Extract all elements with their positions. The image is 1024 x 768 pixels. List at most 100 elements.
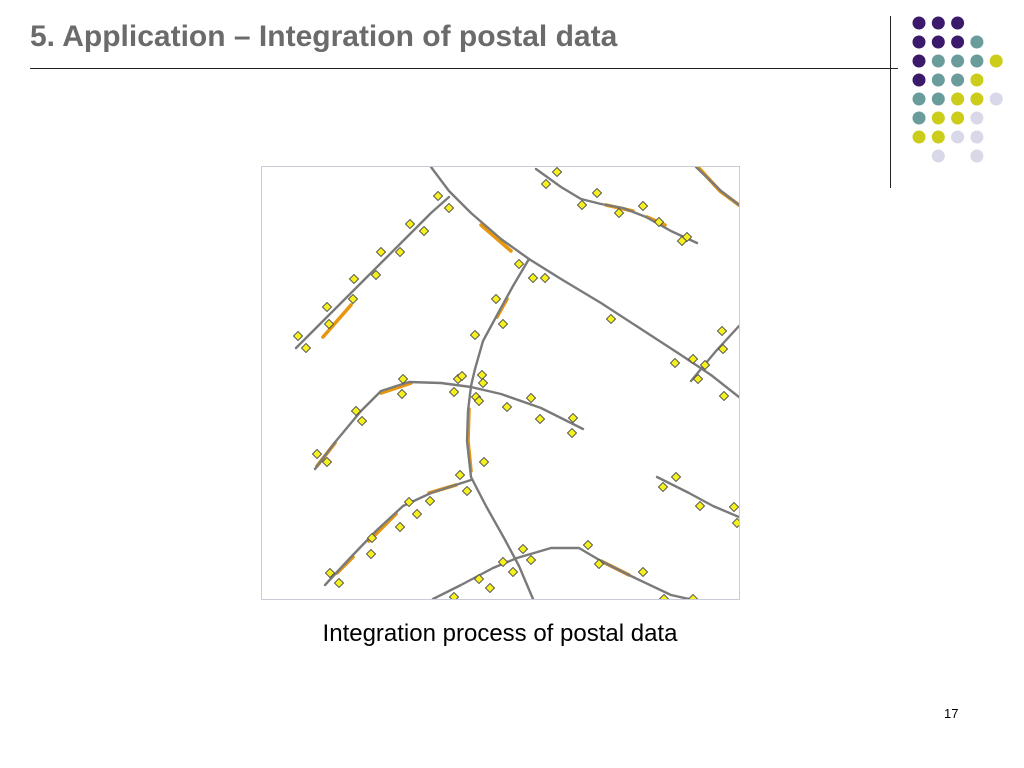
postal-point [497,318,509,330]
postal-point [534,413,546,425]
postal-point [658,593,670,599]
road-segment [694,167,739,207]
decor-dot [931,35,945,49]
decor-dot [912,35,926,49]
figure-caption: Integration process of postal data [322,620,678,647]
postal-point [687,593,699,599]
decor-dot [970,130,984,144]
decor-dot [912,130,926,144]
road-segment [655,475,739,519]
postal-point [517,543,529,555]
decor-dot [912,54,926,68]
postal-point [687,353,699,365]
decor-dot [970,149,984,163]
postal-point [473,573,485,585]
postal-point [347,293,359,305]
postal-point [469,329,481,341]
decor-dot [951,130,965,144]
postal-point [477,377,489,389]
road-segment [294,195,451,350]
postal-point [448,386,460,398]
decor-dot [931,130,945,144]
decor-dot [970,111,984,125]
road-match-segment [479,223,513,253]
road-segment [313,380,585,471]
postal-point [669,357,681,369]
postal-point [365,548,377,560]
postal-point [497,556,509,568]
road-segment [323,478,473,587]
postal-point [653,216,665,228]
postal-point [323,318,335,330]
postal-point [637,200,649,212]
decor-dot [912,16,926,30]
decor-dot [970,35,984,49]
postal-point [456,370,468,382]
postal-point [718,390,730,402]
postal-point [699,359,711,371]
postal-point [473,395,485,407]
postal-point [476,369,488,381]
postal-point [370,269,382,281]
decor-dot [970,92,984,106]
postal-point [731,517,739,529]
postal-point [403,496,415,508]
postal-point [717,343,729,355]
postal-point [478,456,490,468]
postal-point [716,325,728,337]
postal-map-figure [261,166,740,600]
postal-point [507,566,519,578]
postal-point [321,301,333,313]
postal-point [394,246,406,258]
decor-dot [951,73,965,87]
postal-point [605,313,617,325]
road-segment [431,546,691,599]
postal-point [411,508,423,520]
decor-dot [989,92,1003,106]
postal-point [567,412,579,424]
postal-point [424,495,436,507]
postal-point [311,448,323,460]
road-match-segment [321,303,353,339]
postal-point [593,558,605,570]
decor-dot [989,54,1003,68]
postal-point [348,273,360,285]
postal-point [637,566,649,578]
postal-point [350,405,362,417]
postal-point [461,485,473,497]
postal-point [670,471,682,483]
vertical-divider [890,16,891,188]
postal-point [324,567,336,579]
road-segment [689,324,739,383]
postal-point [613,207,625,219]
decor-dot [931,111,945,125]
postal-point [551,167,563,178]
postal-point [333,577,345,589]
postal-point [527,272,539,284]
postal-point [566,427,578,439]
postal-point [582,539,594,551]
decor-dot [931,16,945,30]
decor-dot [970,54,984,68]
page-number: 17 [944,706,959,721]
postal-point [443,202,455,214]
postal-point [454,469,466,481]
postal-point [397,373,409,385]
postal-point [525,392,537,404]
road-segment [465,384,535,599]
postal-point [321,456,333,468]
postal-point [300,342,312,354]
postal-point [394,521,406,533]
slide-title: 5. Application – Integration of postal d… [30,20,618,53]
postal-point [576,199,588,211]
postal-point [356,415,368,427]
decor-dot [912,111,926,125]
postal-point [490,293,502,305]
postal-point [728,501,739,513]
road-segment [534,167,699,245]
decor-dot [951,16,965,30]
decor-dot [970,73,984,87]
postal-point [513,258,525,270]
postal-point [540,178,552,190]
postal-point [366,532,378,544]
